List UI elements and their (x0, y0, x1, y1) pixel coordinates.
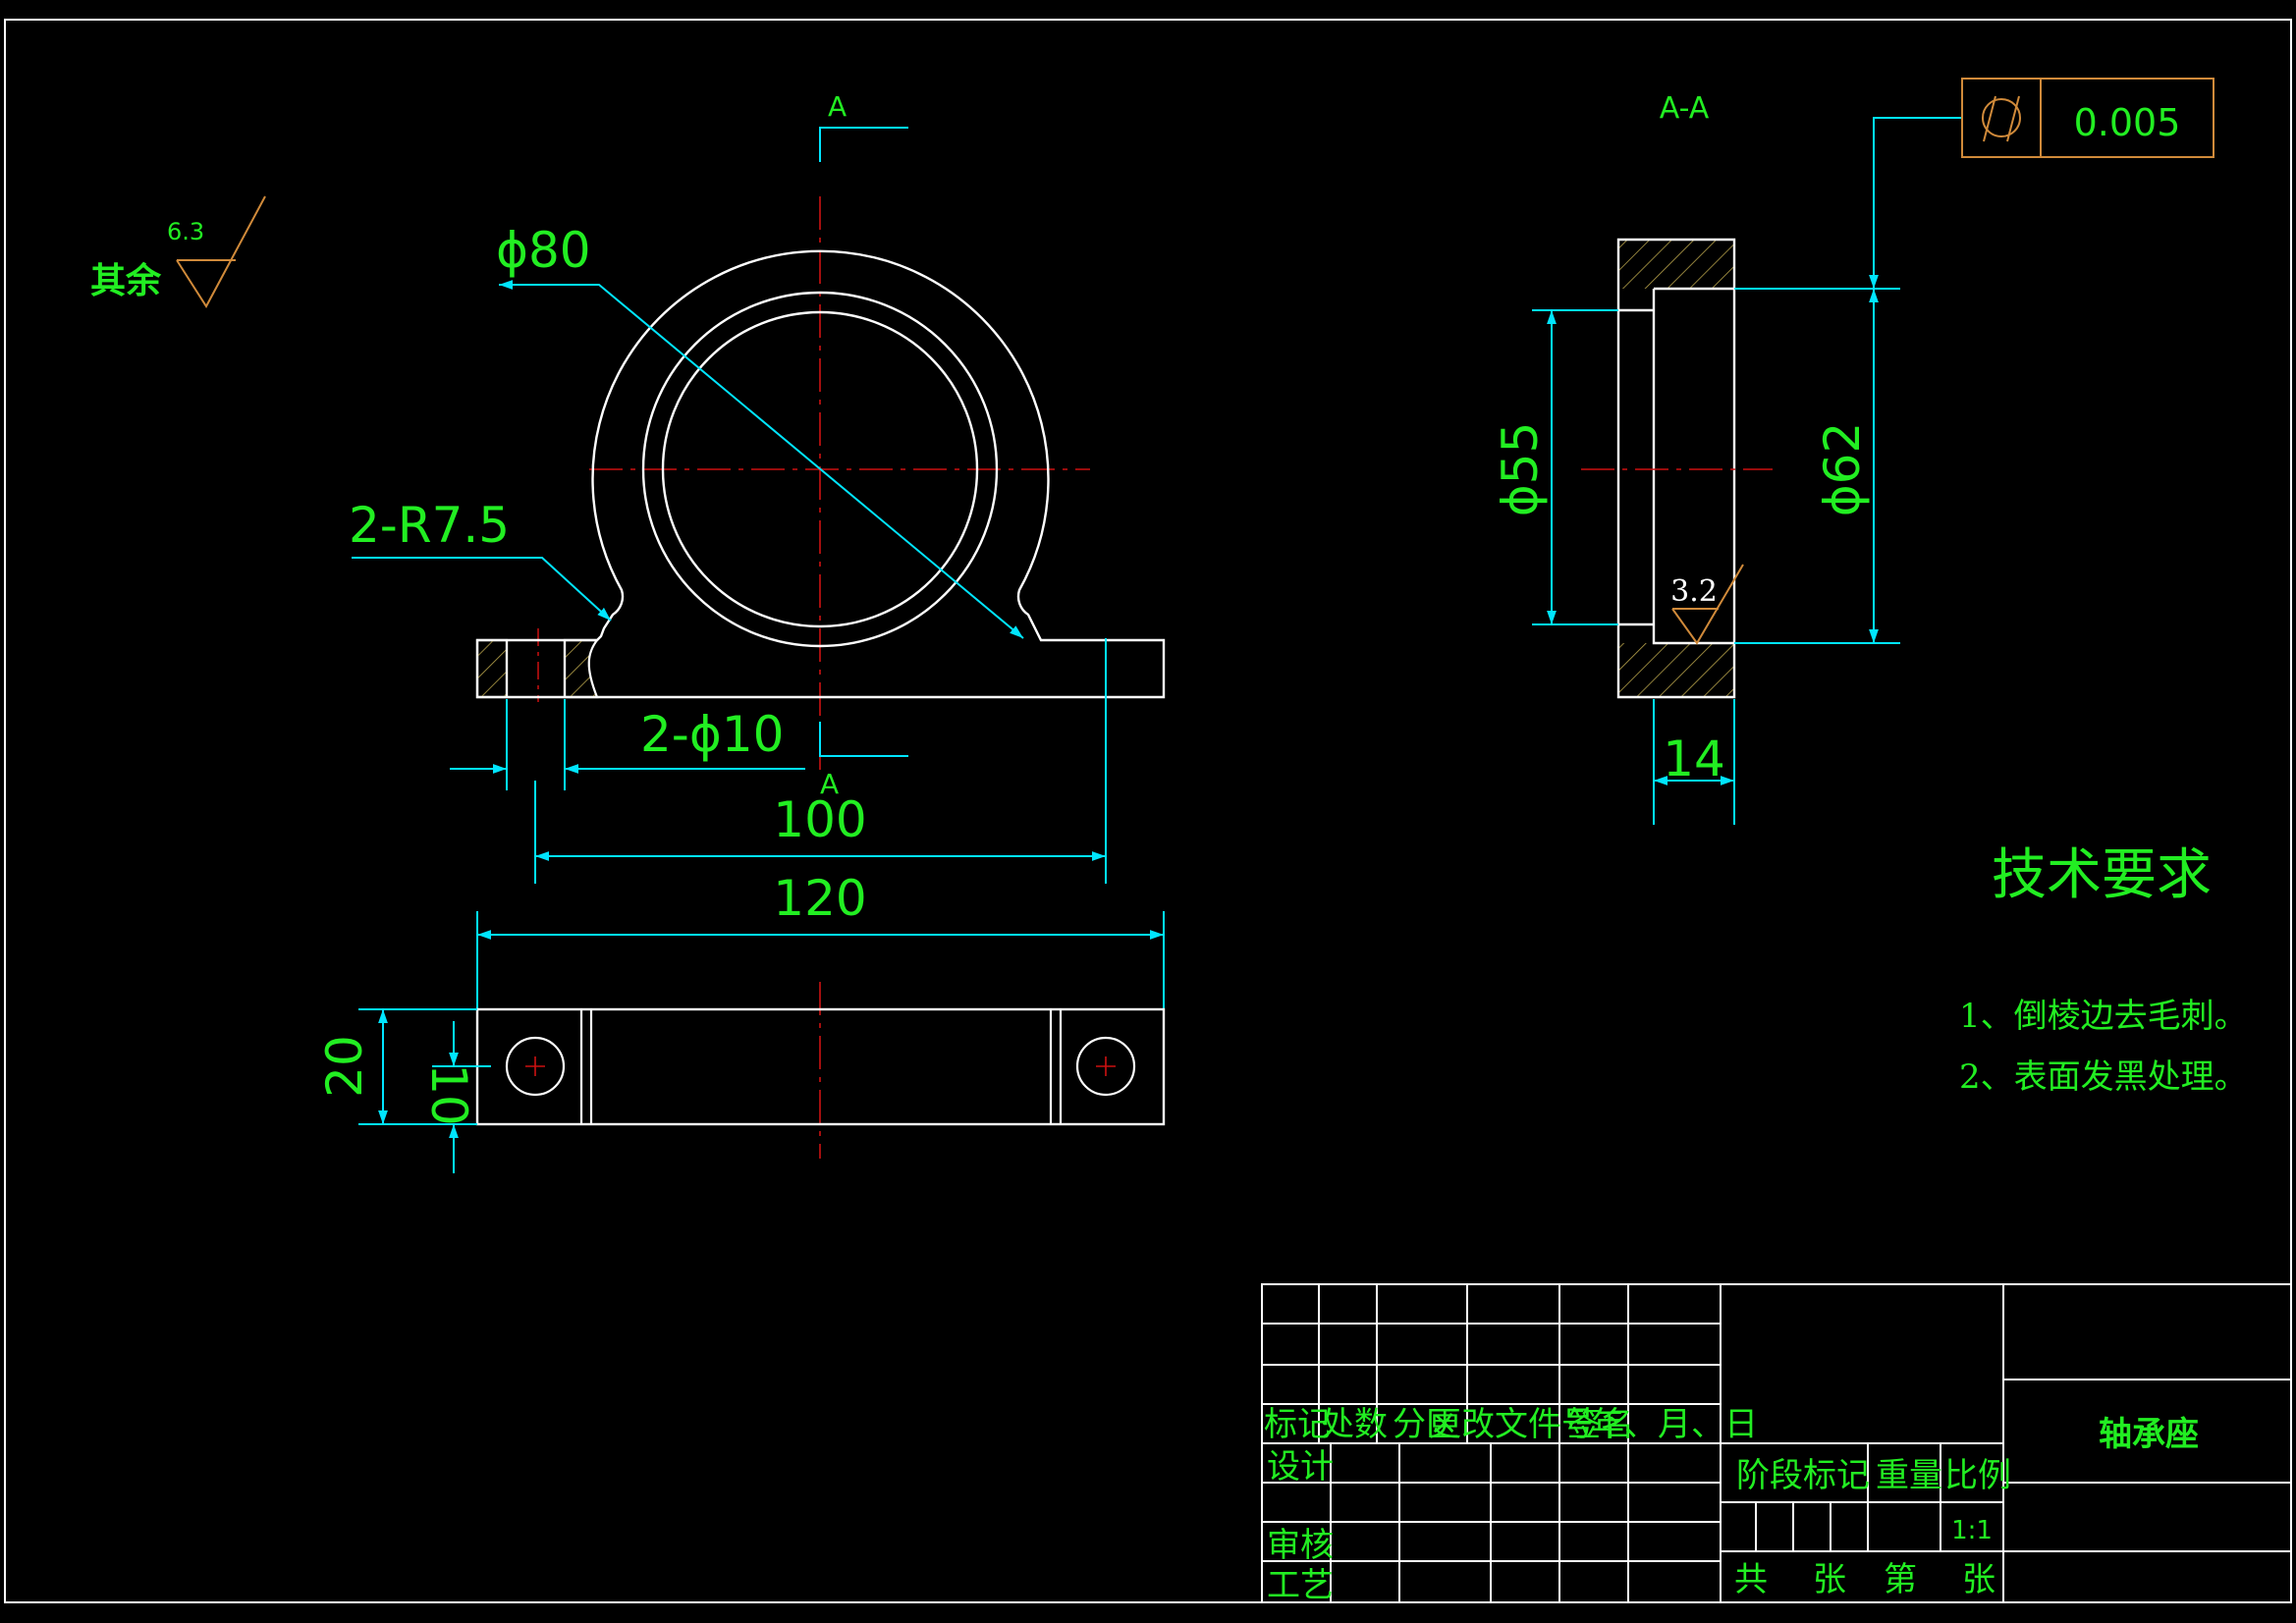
drawing-border (4, 19, 2292, 1603)
dim-fillet-text: 2-R7.5 (349, 497, 510, 554)
tb-label-mark: 标记 (1264, 1405, 1331, 1444)
dim-fillet-leader (352, 557, 612, 622)
section-view: A-A ϕ55 ϕ62 14 3.2 0.005 (1492, 78, 2214, 825)
section-hatch-bottom (1618, 643, 1734, 697)
dim-phi80-text: ϕ80 (496, 222, 591, 279)
tb-review: 审核 (1267, 1526, 1334, 1565)
tb-label-sign: 签名 (1567, 1405, 1634, 1444)
front-view: A A ϕ80 2-R7.5 2-ϕ10 100 120 (349, 90, 1166, 1009)
tb-stage-mark: 阶段标记 (1736, 1456, 1870, 1495)
section-hatch-top (1618, 240, 1734, 289)
tech-req-item-1: 1、倒棱边去毛刺。 (1959, 997, 2248, 1036)
tb-label-date: 年、月、日 (1591, 1405, 1758, 1444)
tb-label-count: 处数 (1321, 1405, 1388, 1444)
section-view-title: A-A (1660, 91, 1710, 126)
tolerance-value: 0.005 (2074, 101, 2181, 144)
general-roughness: 其余 6.3 (90, 195, 266, 308)
roughness-value-bore: 3.2 (1670, 574, 1718, 609)
tb-design: 设计 (1267, 1447, 1334, 1487)
section-letter-bottom: A (820, 768, 839, 800)
top-view: 20 10 (316, 982, 1166, 1173)
tb-total: 共 (1734, 1560, 1768, 1599)
tech-req-title: 技术要求 (1992, 843, 2212, 907)
roughness-value-general: 6.3 (167, 218, 204, 245)
hatched-section-left (475, 638, 509, 699)
section-mark-top (819, 127, 908, 162)
title-block (1261, 1283, 2292, 1603)
title-block-text: 标记 处数 分区 更改文件号 签名 年、月、日 设计 审核 工艺 阶段标记 重量… (1264, 1405, 2199, 1605)
tb-sheets: 张 (1813, 1560, 1846, 1599)
mount-hole-right (1075, 1036, 1136, 1097)
dim-120-text: 120 (773, 870, 866, 927)
dim-phi55-text: ϕ55 (1492, 422, 1549, 517)
section-outline (1616, 238, 1736, 699)
tb-label-change-doc: 更改文件号 (1428, 1405, 1595, 1444)
tb-scale: 1:1 (1951, 1516, 1993, 1545)
tb-sheet-no: 第 (1884, 1560, 1917, 1599)
dim-holes-text: 2-ϕ10 (640, 706, 784, 763)
cylindricity-icon (1982, 95, 2021, 142)
hole-center-mark-right (1096, 1056, 1116, 1076)
dim-14-text: 14 (1663, 730, 1725, 787)
tolerance-leader (1869, 117, 1962, 289)
hole-center-mark-left (525, 1056, 545, 1076)
dim-10-text: 10 (420, 1063, 477, 1126)
mount-hole-left (505, 1036, 566, 1097)
section-letter-top: A (828, 90, 847, 123)
dim-phi80-leader (499, 280, 1024, 639)
tb-sheet-unit: 张 (1962, 1560, 1995, 1599)
section-mark-bottom (819, 722, 908, 757)
tb-process: 工艺 (1267, 1566, 1334, 1605)
dim-phi62-text: ϕ62 (1814, 422, 1871, 517)
tb-label-zone: 分区 (1393, 1405, 1459, 1444)
dim-100-text: 100 (773, 791, 866, 848)
tolerance-frame (1961, 78, 2214, 158)
tech-req-item-2: 2、表面发黑处理。 (1959, 1057, 2248, 1097)
roughness-symbol-general (176, 195, 266, 308)
tb-part-name: 轴承座 (2099, 1415, 2199, 1454)
dim-20-text: 20 (316, 1035, 373, 1098)
roughness-general-label: 其余 (90, 260, 162, 301)
hatched-section-right (563, 638, 600, 699)
tb-weight: 重量 (1876, 1456, 1942, 1495)
tb-ratio: 比例 (1944, 1456, 2011, 1495)
technical-requirements: 技术要求 1、倒棱边去毛刺。 2、表面发黑处理。 (1959, 843, 2248, 1097)
roughness-symbol-bore (1671, 564, 1744, 645)
